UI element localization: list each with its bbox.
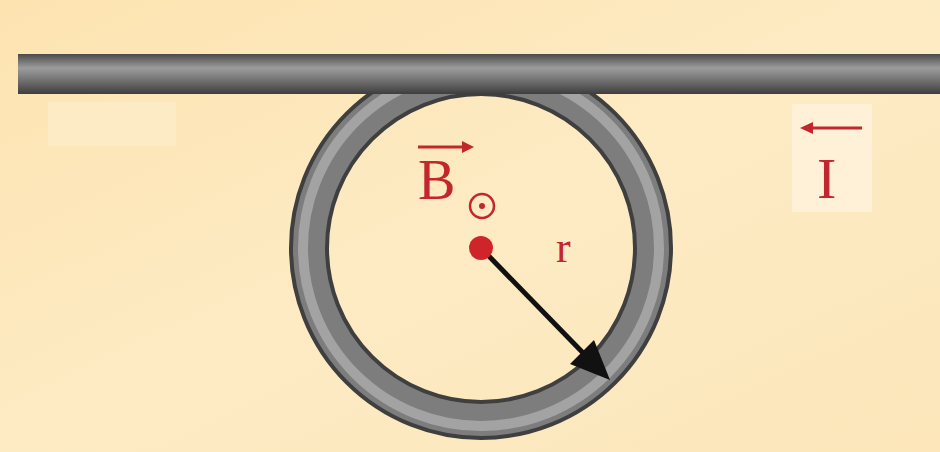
- wire-loop-shade: [309, 76, 653, 420]
- background-patch: [48, 102, 176, 146]
- field-label: B: [418, 152, 455, 208]
- radius-label: r: [556, 226, 571, 270]
- current-label: I: [817, 150, 836, 208]
- field-out-symbol: [470, 194, 494, 218]
- radius-arrowhead: [570, 340, 610, 380]
- current-arrow: [810, 127, 862, 130]
- background-patch: [792, 104, 872, 212]
- radius-arrow: [481, 248, 588, 358]
- vector-arrowhead: [462, 141, 474, 153]
- current-arrowhead: [800, 122, 813, 134]
- vector-arrow: [418, 146, 466, 149]
- straight-wire: [18, 54, 940, 94]
- wire-loop-highlight: [303, 70, 659, 426]
- center-point: [469, 236, 493, 260]
- wire-loop: [309, 76, 653, 420]
- field-out-dot: [479, 203, 485, 209]
